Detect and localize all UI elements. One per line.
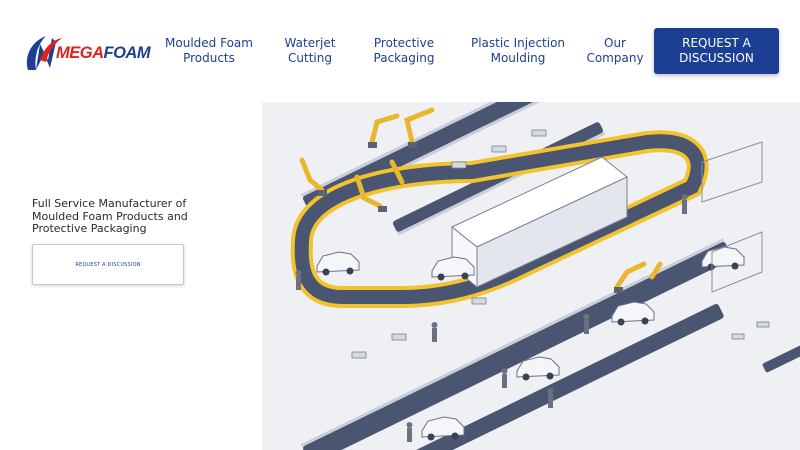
framework — [701, 141, 763, 293]
factory-illustration — [262, 102, 800, 450]
nav-waterjet-cutting[interactable]: Waterjet Cutting — [284, 36, 336, 65]
request-discussion-hero-button[interactable]: REQUEST A DISCUSSION — [32, 244, 184, 285]
nav-plastic-injection-moulding[interactable]: Plastic Injection Moulding — [470, 36, 566, 65]
hero-title: Full Service Manufacturer of Moulded Foa… — [32, 197, 188, 235]
robot-bases — [318, 142, 623, 293]
car-3 — [611, 301, 655, 326]
nav-protective-packaging[interactable]: Protective Packaging — [373, 36, 435, 65]
nav-moulded-foam-products[interactable]: Moulded Foam Products — [165, 36, 253, 65]
nav-our-company[interactable]: Our Company — [586, 36, 644, 65]
paint-tunnel — [451, 156, 628, 289]
bottom-conveyor — [413, 303, 724, 450]
right-conveyor — [762, 338, 800, 373]
worker-figures — [295, 194, 688, 442]
site-header: MEGAFOAM Moulded Foam Products Waterjet … — [0, 0, 800, 100]
megafoam-logo[interactable] — [22, 30, 146, 76]
car-2 — [431, 256, 475, 281]
logo-wordmark: MEGAFOAM — [56, 44, 151, 62]
car-4 — [516, 356, 560, 381]
oval-conveyor-loop — [290, 130, 709, 308]
request-discussion-header-button[interactable]: REQUEST A DISCUSSION — [654, 28, 779, 74]
car-1 — [316, 251, 360, 276]
robot-arm-1 — [299, 107, 663, 290]
hero-button-label: REQUEST A DISCUSSION — [75, 261, 141, 268]
logo-swoosh-icon — [26, 36, 62, 70]
car-5 — [421, 416, 465, 441]
parts — [351, 129, 770, 359]
